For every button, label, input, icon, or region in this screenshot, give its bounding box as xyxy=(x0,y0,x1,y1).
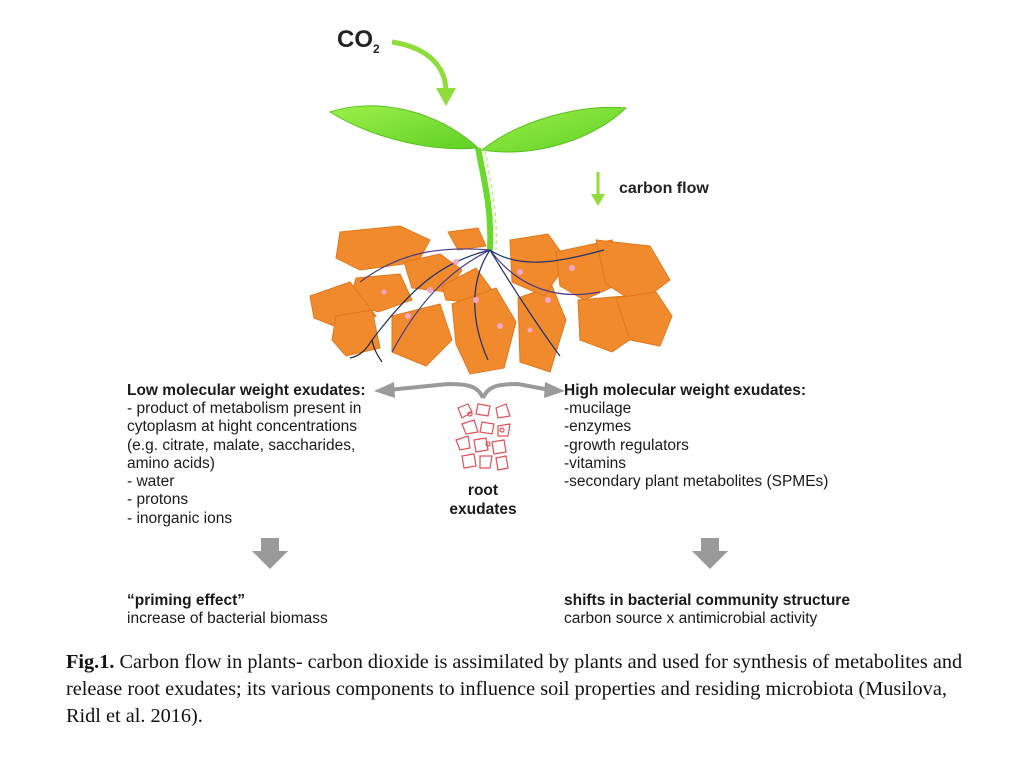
root-exudates-label: root exudates xyxy=(443,481,523,519)
left-down-arrow xyxy=(252,538,288,569)
list-item: -growth regulators xyxy=(564,437,828,455)
high-molecular-panel: High molecular weight exudates: -mucilag… xyxy=(564,382,828,491)
high-molecular-list: -mucilage -enzymes -growth regulators -v… xyxy=(564,400,828,491)
caption-label: Fig.1. xyxy=(66,651,114,673)
split-arrow xyxy=(374,382,565,398)
right-leaf xyxy=(482,107,626,151)
right-result-title: shifts in bacterial community structure xyxy=(564,592,850,610)
list-item: - inorganic ions xyxy=(127,510,366,528)
co2-label: CO2 xyxy=(337,26,380,56)
left-leaf xyxy=(330,106,478,149)
low-molecular-panel: Low molecular weight exudates: - product… xyxy=(127,382,366,528)
low-molecular-title: Low molecular weight exudates: xyxy=(127,382,366,400)
left-result-title: “priming effect” xyxy=(127,592,328,610)
list-item: - product of metabolism present in xyxy=(127,400,366,418)
list-item: - protons xyxy=(127,491,366,509)
caption-text: Carbon flow in plants- carbon dioxide is… xyxy=(66,651,962,727)
left-result-body: increase of bacterial biomass xyxy=(127,610,328,628)
root-exudates-cluster xyxy=(456,404,510,470)
list-item: -mucilage xyxy=(564,400,828,418)
plant-root-illustration xyxy=(0,0,1024,640)
list-item: - water xyxy=(127,473,366,491)
list-item: cytoplasm at hight concentrations xyxy=(127,418,366,436)
carbon-flow-arrow xyxy=(591,172,605,206)
co2-arrow xyxy=(392,42,456,106)
figure-caption: Fig.1. Carbon flow in plants- carbon dio… xyxy=(66,649,986,730)
right-result: shifts in bacterial community structure … xyxy=(564,592,850,628)
right-down-arrow xyxy=(692,538,728,569)
carbon-flow-label: carbon flow xyxy=(619,180,709,198)
list-item: amino acids) xyxy=(127,455,366,473)
list-item: -enzymes xyxy=(564,418,828,436)
left-result: “priming effect” increase of bacterial b… xyxy=(127,592,328,628)
list-item: -vitamins xyxy=(564,455,828,473)
list-item: -secondary plant metabolites (SPMEs) xyxy=(564,473,828,491)
high-molecular-title: High molecular weight exudates: xyxy=(564,382,828,400)
low-molecular-list: - product of metabolism present in cytop… xyxy=(127,400,366,528)
right-result-body: carbon source x antimicrobial activity xyxy=(564,610,850,628)
list-item: (e.g. citrate, malate, saccharides, xyxy=(127,437,366,455)
